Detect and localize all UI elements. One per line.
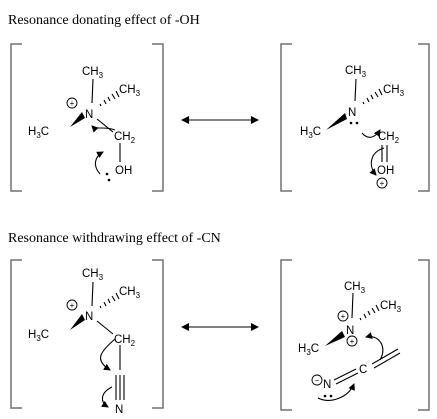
- title-cn-withdrawing: Resonance withdrawing effect of -CN: [8, 231, 221, 246]
- atom-h3c: H3C: [28, 126, 49, 140]
- structure-cn-resonance: CH3 CH3 H3C N + + C N −: [280, 259, 430, 411]
- triple-bond-c-n: [115, 375, 125, 400]
- charge-plus-n-second: [346, 335, 358, 347]
- curly-arrow-n-to-c: [361, 129, 381, 138]
- lone-pair-dot: [349, 121, 353, 125]
- bracket-left: [10, 43, 22, 192]
- svg-text:+: +: [70, 301, 75, 310]
- bracket-right: [152, 43, 164, 192]
- atom-n: N: [348, 107, 356, 119]
- svg-text:+: +: [380, 179, 385, 188]
- atom-ch2: CH2: [114, 334, 136, 348]
- lone-pair-dot: [323, 394, 327, 398]
- atom-n-plus: N: [346, 325, 354, 337]
- atom-ch3-right: CH3: [380, 300, 402, 314]
- lone-pair-dot: [105, 172, 109, 176]
- wedge-bond-n-ch3: [70, 112, 85, 127]
- atom-oh: OH: [377, 165, 394, 177]
- atom-ch2: CH2: [378, 131, 400, 145]
- atom-n-nitrile: N: [115, 404, 123, 416]
- wedge-bond-n-ch3: [326, 113, 347, 130]
- atom-ch3-top: CH3: [345, 65, 367, 79]
- hashed-bond-n-ch3: [359, 304, 380, 321]
- bond-n-ch3-up: [91, 78, 94, 104]
- atom-h3c: H3C: [298, 343, 319, 357]
- atom-oh: OH: [115, 165, 132, 177]
- bond-n-ch3-up: [351, 292, 354, 319]
- bond-n-ch3-up: [91, 281, 94, 307]
- lone-pair-dot: [329, 394, 333, 398]
- curly-arrow-lone-pair: [317, 383, 355, 401]
- bracket-right: [418, 259, 430, 411]
- svg-text:−: −: [315, 376, 320, 385]
- atom-n-plus: N: [85, 311, 93, 323]
- svg-text:+: +: [341, 312, 346, 321]
- hashed-bond-n-ch3: [362, 88, 383, 105]
- lone-pair-dot: [107, 178, 111, 182]
- curly-arrow-to-n: [365, 332, 384, 361]
- charge-plus-n: [66, 299, 78, 311]
- atom-h3c: H3C: [28, 329, 49, 343]
- atom-ch3-right: CH3: [119, 286, 141, 300]
- bracket-right: [152, 259, 164, 409]
- svg-text:+: +: [350, 337, 355, 346]
- charge-plus-n: [337, 310, 349, 322]
- structure-cn-neutral: CH3 CH3 H3C N + CH2 N: [10, 259, 164, 416]
- double-bond-c-ch2: [371, 348, 401, 369]
- charge-plus-n: [66, 97, 78, 109]
- atom-ch3-right: CH3: [383, 84, 405, 98]
- charge-minus-n: [311, 374, 323, 386]
- double-bond-n-c: [333, 368, 359, 385]
- wedge-bond-n-ch3: [325, 331, 345, 346]
- bracket-left: [280, 259, 292, 411]
- bond-n-ch3-up: [354, 78, 357, 102]
- atom-h3c: H3C: [300, 126, 321, 140]
- curly-arrow-pi-to-o: [369, 147, 385, 176]
- bracket-left: [280, 43, 292, 192]
- charge-plus-o: [376, 177, 388, 189]
- atom-ch3-top: CH3: [344, 281, 366, 295]
- curly-arrow-pi-to-n: [101, 386, 113, 408]
- hashed-bond-n-ch3: [99, 90, 120, 107]
- atom-c: C: [359, 364, 367, 376]
- atom-ch3-top: CH3: [82, 268, 104, 282]
- hashed-bond-n-ch3: [99, 292, 120, 309]
- bracket-left: [10, 259, 22, 409]
- atom-ch2: CH2: [114, 131, 136, 145]
- curly-arrow-lone-pair: [94, 151, 104, 175]
- title-oh-donating: Resonance donating effect of -OH: [8, 13, 200, 28]
- atom-n-plus: N: [85, 109, 93, 121]
- wedge-bond-n-ch3: [70, 314, 85, 330]
- curly-arrow-bond: [91, 125, 116, 133]
- bond-n-ch2: [96, 320, 114, 335]
- svg-text:+: +: [70, 99, 75, 108]
- bracket-right: [418, 43, 430, 192]
- lone-pair-dot: [355, 121, 359, 125]
- atom-ch3-right: CH3: [119, 84, 141, 98]
- atom-ch3-top: CH3: [82, 66, 104, 80]
- structure-oh-resonance: CH3 CH3 H3C N CH2 OH +: [280, 43, 430, 192]
- bond-n-ch2: [96, 118, 114, 133]
- structure-oh-neutral: CH3 CH3 H3C N + CH2 OH: [10, 43, 164, 192]
- atom-n-minus: N: [323, 379, 331, 391]
- curly-arrow-bond-to-c: [100, 338, 116, 371]
